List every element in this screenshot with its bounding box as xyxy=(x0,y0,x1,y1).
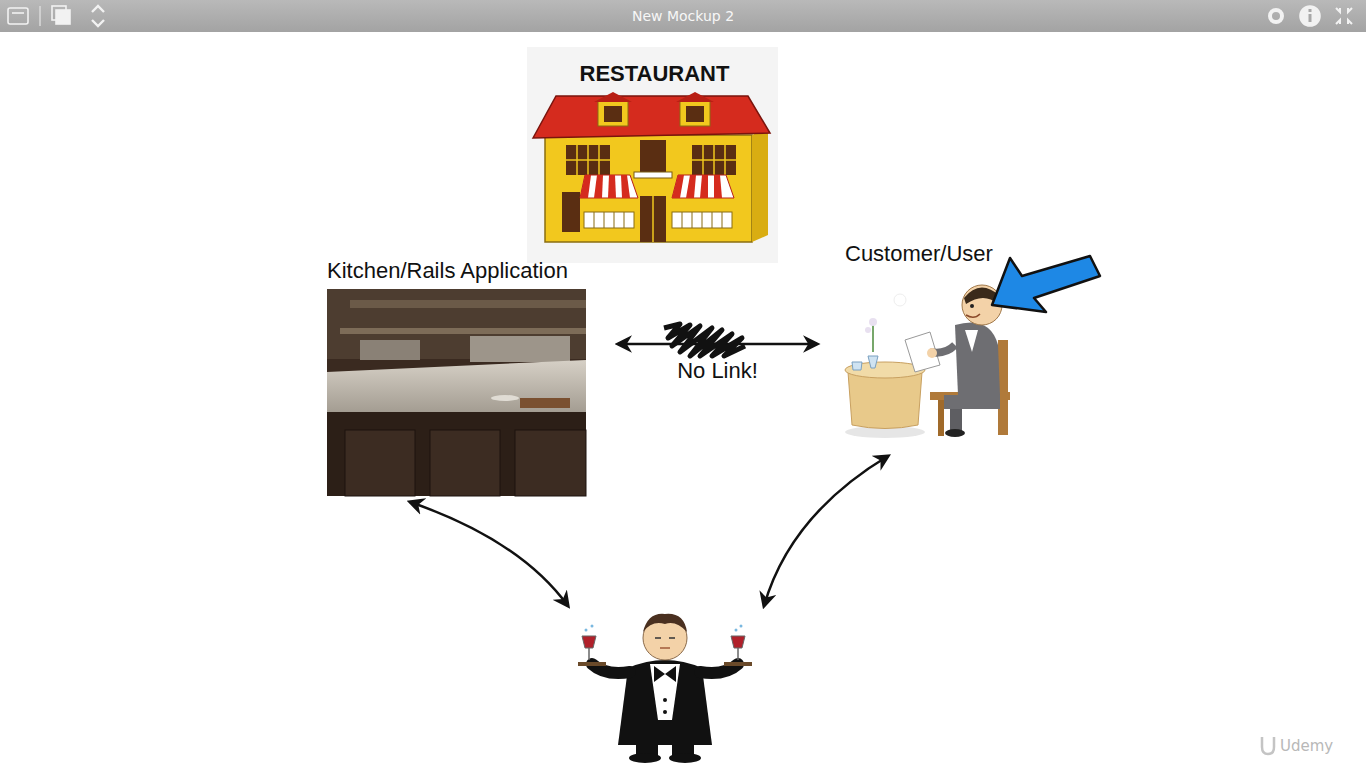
waiter-arrow xyxy=(410,502,568,606)
edge-label: No Link! xyxy=(675,359,760,383)
customer-node: Customer/User xyxy=(845,241,1029,440)
node-heading: Kitchen/Rails Application xyxy=(327,258,590,284)
customer-picture xyxy=(845,285,1010,438)
title-bar xyxy=(0,0,1366,32)
pointer-arrow xyxy=(992,256,1100,312)
waiter-arrow xyxy=(764,456,888,606)
node-heading: RESTAURANT xyxy=(527,61,782,87)
watermark: Udemy xyxy=(1280,737,1360,755)
watermark-logo xyxy=(1262,737,1274,754)
restaurant-node: RESTAURANT xyxy=(527,47,782,263)
kitchen-node: Kitchen/Rails Application xyxy=(327,258,590,496)
node-heading: Customer/User xyxy=(845,241,1029,267)
kitchen-photo xyxy=(327,289,586,496)
waiter-figure xyxy=(578,614,752,763)
window-title: New Mockup 2 xyxy=(0,8,1366,24)
